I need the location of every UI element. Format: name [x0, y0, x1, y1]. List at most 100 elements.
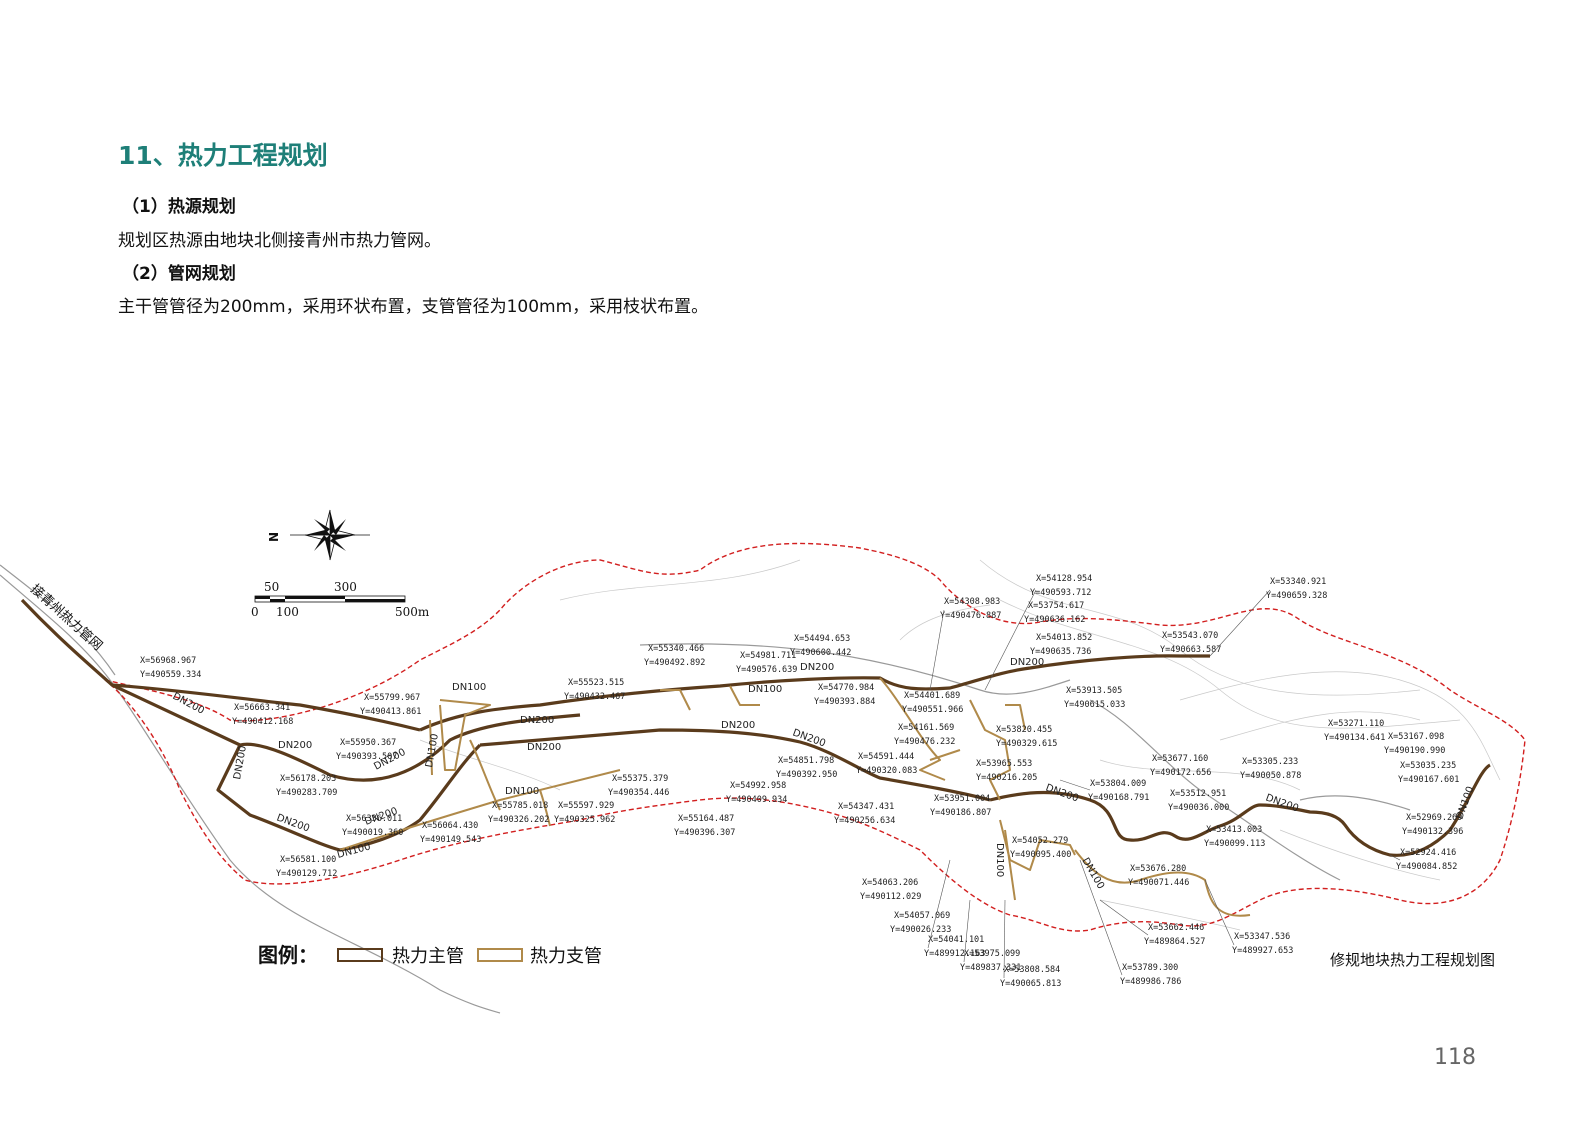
svg-text:X=56336.011: X=56336.011	[346, 814, 402, 824]
svg-text:Y=490576.639: Y=490576.639	[736, 665, 797, 675]
svg-text:X=53347.536: X=53347.536	[1234, 932, 1290, 942]
svg-text:Y=490636.162: Y=490636.162	[1024, 615, 1085, 625]
legend-item-main: 热力主管	[337, 946, 464, 967]
svg-text:X=53035.235: X=53035.235	[1400, 761, 1456, 771]
dn-label: DN100	[1079, 856, 1106, 891]
svg-text:Y=490600.442: Y=490600.442	[790, 648, 851, 658]
svg-text:Y=490216.205: Y=490216.205	[976, 773, 1037, 783]
svg-text:Y=490659.328: Y=490659.328	[1266, 591, 1327, 601]
svg-text:Y=490071.446: Y=490071.446	[1128, 878, 1189, 888]
dn-label: DN200	[1044, 782, 1080, 804]
legend: 图例： 热力主管 热力支管	[258, 943, 602, 967]
svg-text:X=53820.455: X=53820.455	[996, 725, 1052, 735]
svg-text:X=53167.098: X=53167.098	[1388, 732, 1444, 742]
svg-text:Y=489927.653: Y=489927.653	[1232, 946, 1293, 956]
svg-text:Y=490551.966: Y=490551.966	[902, 705, 963, 715]
svg-text:X=56178.203: X=56178.203	[280, 774, 336, 784]
svg-text:X=54041.101: X=54041.101	[928, 935, 984, 945]
legend-item-branch: 热力支管	[477, 946, 602, 967]
pipe-network-text: 主干管管径为200mm，采用环状布置，支管管径为100mm，采用枝状布置。	[118, 297, 709, 317]
dn-label: DN200	[800, 662, 834, 673]
svg-text:X=55375.379: X=55375.379	[612, 774, 668, 784]
svg-text:X=53808.584: X=53808.584	[1004, 965, 1060, 975]
legend-label: 热力支管	[530, 946, 602, 967]
svg-text:X=53913.505: X=53913.505	[1066, 686, 1122, 696]
legend-label: 热力主管	[392, 946, 464, 967]
dn-label: DN200	[232, 745, 249, 781]
dn-label: DN200	[721, 720, 755, 731]
dn-label: DN200	[527, 742, 561, 753]
svg-text:X=54063.206: X=54063.206	[862, 878, 918, 888]
svg-text:Y=489986.786: Y=489986.786	[1120, 977, 1181, 987]
svg-text:Y=490635.736: Y=490635.736	[1030, 647, 1091, 657]
compass-rose-icon	[290, 509, 370, 561]
scale-tick: 100	[276, 605, 299, 619]
svg-text:X=55340.466: X=55340.466	[648, 644, 704, 654]
svg-text:Y=490615.033: Y=490615.033	[1064, 700, 1125, 710]
svg-text:Y=489912.163: Y=489912.163	[924, 949, 985, 959]
svg-text:X=55799.967: X=55799.967	[364, 693, 420, 703]
svg-text:X=56581.100: X=56581.100	[280, 855, 336, 865]
svg-text:Y=490326.202: Y=490326.202	[488, 815, 549, 825]
scale-bar: 50 300 0 100 500m	[251, 580, 430, 619]
svg-text:Y=490393.507: Y=490393.507	[336, 752, 397, 762]
svg-text:Y=490036.000: Y=490036.000	[1168, 803, 1229, 813]
dn-label: DN100	[452, 682, 486, 693]
dn-label: DN200	[1010, 657, 1044, 668]
north-label: N	[267, 532, 281, 542]
main-pipe-swatch	[337, 948, 383, 962]
pipe-network-heading: （2）管网规划	[122, 264, 236, 284]
svg-text:Y=490186.807: Y=490186.807	[930, 808, 991, 818]
scale-tick: 50	[264, 580, 279, 594]
heat-source-text: 规划区热源由地块北侧接青州市热力管网。	[118, 231, 441, 251]
main-pipes	[20, 598, 1491, 857]
page-title: 11、热力工程规划	[118, 141, 328, 170]
scale-tick: 500m	[395, 605, 430, 619]
svg-text:X=54013.852: X=54013.852	[1036, 633, 1092, 643]
svg-text:X=54992.958: X=54992.958	[730, 781, 786, 791]
svg-text:Y=490095.400: Y=490095.400	[1010, 850, 1071, 860]
svg-text:X=55164.487: X=55164.487	[678, 814, 734, 824]
svg-text:X=54401.689: X=54401.689	[904, 691, 960, 701]
svg-text:Y=490019.360: Y=490019.360	[342, 828, 403, 838]
roads	[0, 564, 1411, 1014]
svg-text:Y=490432.467: Y=490432.467	[564, 692, 625, 702]
scale-tick: 300	[334, 580, 357, 594]
svg-text:X=53271.110: X=53271.110	[1328, 719, 1384, 729]
svg-text:X=53951.004: X=53951.004	[934, 794, 990, 804]
svg-text:Y=490099.113: Y=490099.113	[1204, 839, 1265, 849]
svg-text:Y=490172.656: Y=490172.656	[1150, 768, 1211, 778]
svg-text:X=54347.431: X=54347.431	[838, 802, 894, 812]
branch-pipe-swatch	[477, 948, 523, 962]
svg-text:Y=490084.852: Y=490084.852	[1396, 862, 1457, 872]
svg-text:X=56064.430: X=56064.430	[422, 821, 478, 831]
svg-text:X=54308.983: X=54308.983	[944, 597, 1000, 607]
svg-text:Y=490593.712: Y=490593.712	[1030, 588, 1091, 598]
